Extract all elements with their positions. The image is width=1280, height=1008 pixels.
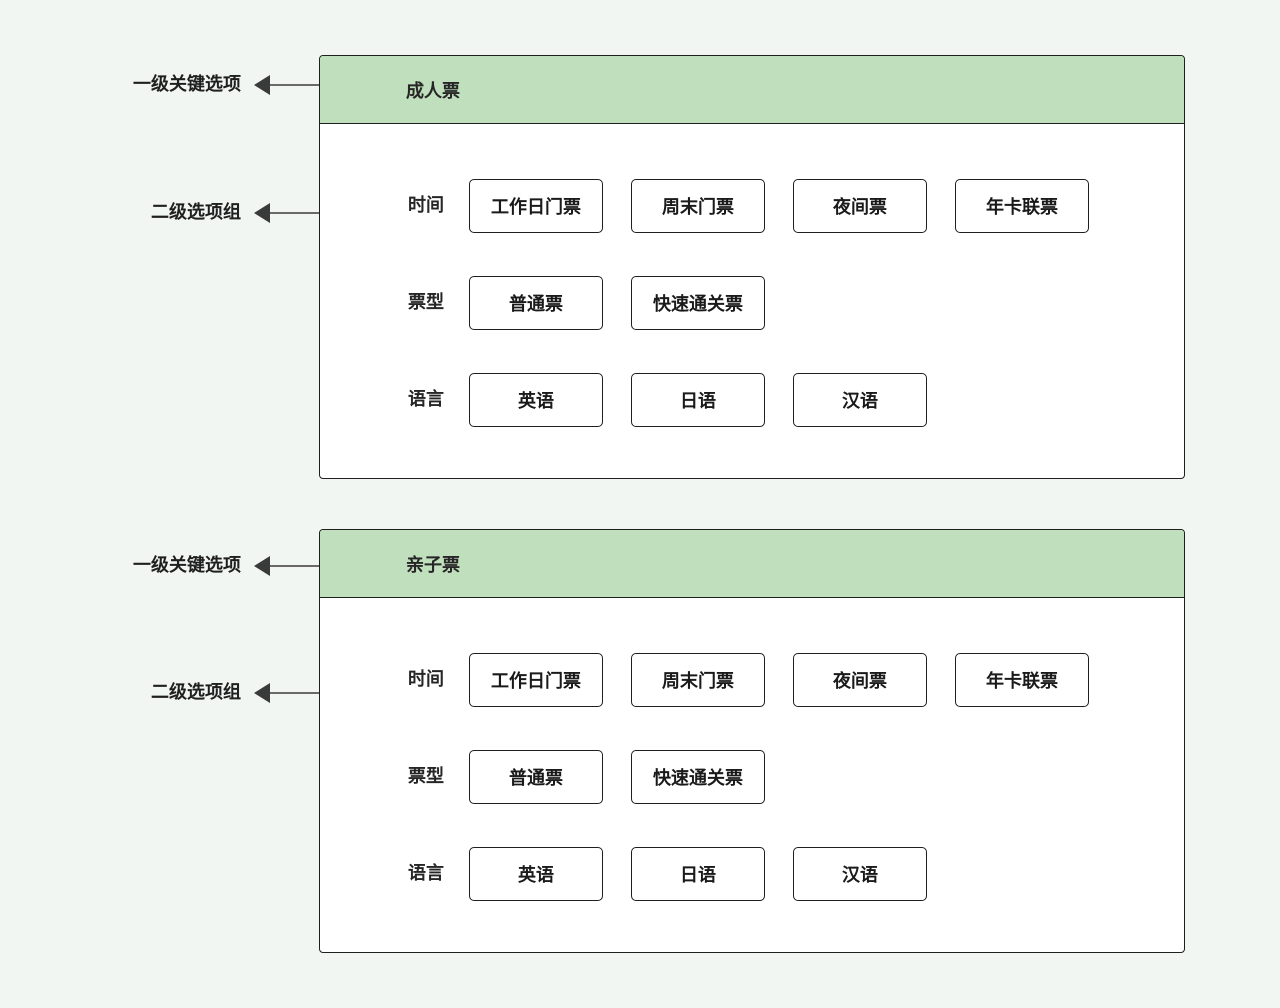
row-label: 语言 bbox=[408, 389, 444, 410]
option-button[interactable]: 周末门票 bbox=[631, 653, 765, 707]
option-button[interactable]: 夜间票 bbox=[793, 653, 927, 707]
arrow-left-icon bbox=[254, 556, 319, 576]
option-row-time: 时间 工作日门票 周末门票 夜间票 年卡联票 bbox=[320, 179, 1184, 233]
annotation-label: 二级选项组 bbox=[151, 682, 241, 703]
panel-header[interactable]: 成人票 bbox=[320, 56, 1184, 124]
annotation-label: 一级关键选项 bbox=[133, 74, 241, 95]
option-row-type: 票型 普通票 快速通关票 bbox=[320, 750, 1184, 804]
option-button[interactable]: 周末门票 bbox=[631, 179, 765, 233]
annotation-primary-1: 一级关键选项 bbox=[0, 70, 319, 100]
option-button[interactable]: 夜间票 bbox=[793, 179, 927, 233]
option-button[interactable]: 英语 bbox=[469, 847, 603, 901]
option-button[interactable]: 年卡联票 bbox=[955, 653, 1089, 707]
option-button[interactable]: 工作日门票 bbox=[469, 179, 603, 233]
row-label: 时间 bbox=[408, 669, 444, 690]
panel-title: 成人票 bbox=[406, 80, 460, 102]
annotation-primary-2: 一级关键选项 bbox=[0, 551, 319, 581]
option-button[interactable]: 工作日门票 bbox=[469, 653, 603, 707]
option-button[interactable]: 快速通关票 bbox=[631, 750, 765, 804]
annotation-label: 一级关键选项 bbox=[133, 555, 241, 576]
option-button[interactable]: 普通票 bbox=[469, 276, 603, 330]
annotation-secondary-1: 二级选项组 bbox=[0, 198, 319, 228]
option-row-language: 语言 英语 日语 汉语 bbox=[320, 373, 1184, 427]
option-button[interactable]: 英语 bbox=[469, 373, 603, 427]
arrow-left-icon bbox=[254, 75, 319, 95]
option-button[interactable]: 普通票 bbox=[469, 750, 603, 804]
row-label: 语言 bbox=[408, 863, 444, 884]
option-button[interactable]: 日语 bbox=[631, 847, 765, 901]
ticket-panel-adult: 成人票 时间 工作日门票 周末门票 夜间票 年卡联票 票型 普通票 快速通关票 … bbox=[319, 55, 1185, 479]
row-label: 时间 bbox=[408, 195, 444, 216]
option-row-language: 语言 英语 日语 汉语 bbox=[320, 847, 1184, 901]
ticket-panel-family: 亲子票 时间 工作日门票 周末门票 夜间票 年卡联票 票型 普通票 快速通关票 … bbox=[319, 529, 1185, 953]
panel-title: 亲子票 bbox=[406, 554, 460, 576]
option-button[interactable]: 汉语 bbox=[793, 373, 927, 427]
option-button[interactable]: 年卡联票 bbox=[955, 179, 1089, 233]
annotation-secondary-2: 二级选项组 bbox=[0, 678, 319, 708]
arrow-left-icon bbox=[254, 203, 319, 223]
option-button[interactable]: 汉语 bbox=[793, 847, 927, 901]
option-button[interactable]: 快速通关票 bbox=[631, 276, 765, 330]
option-row-time: 时间 工作日门票 周末门票 夜间票 年卡联票 bbox=[320, 653, 1184, 707]
annotation-label: 二级选项组 bbox=[151, 202, 241, 223]
arrow-left-icon bbox=[254, 683, 319, 703]
row-label: 票型 bbox=[408, 766, 444, 787]
option-button[interactable]: 日语 bbox=[631, 373, 765, 427]
panel-header[interactable]: 亲子票 bbox=[320, 530, 1184, 598]
option-row-type: 票型 普通票 快速通关票 bbox=[320, 276, 1184, 330]
row-label: 票型 bbox=[408, 292, 444, 313]
